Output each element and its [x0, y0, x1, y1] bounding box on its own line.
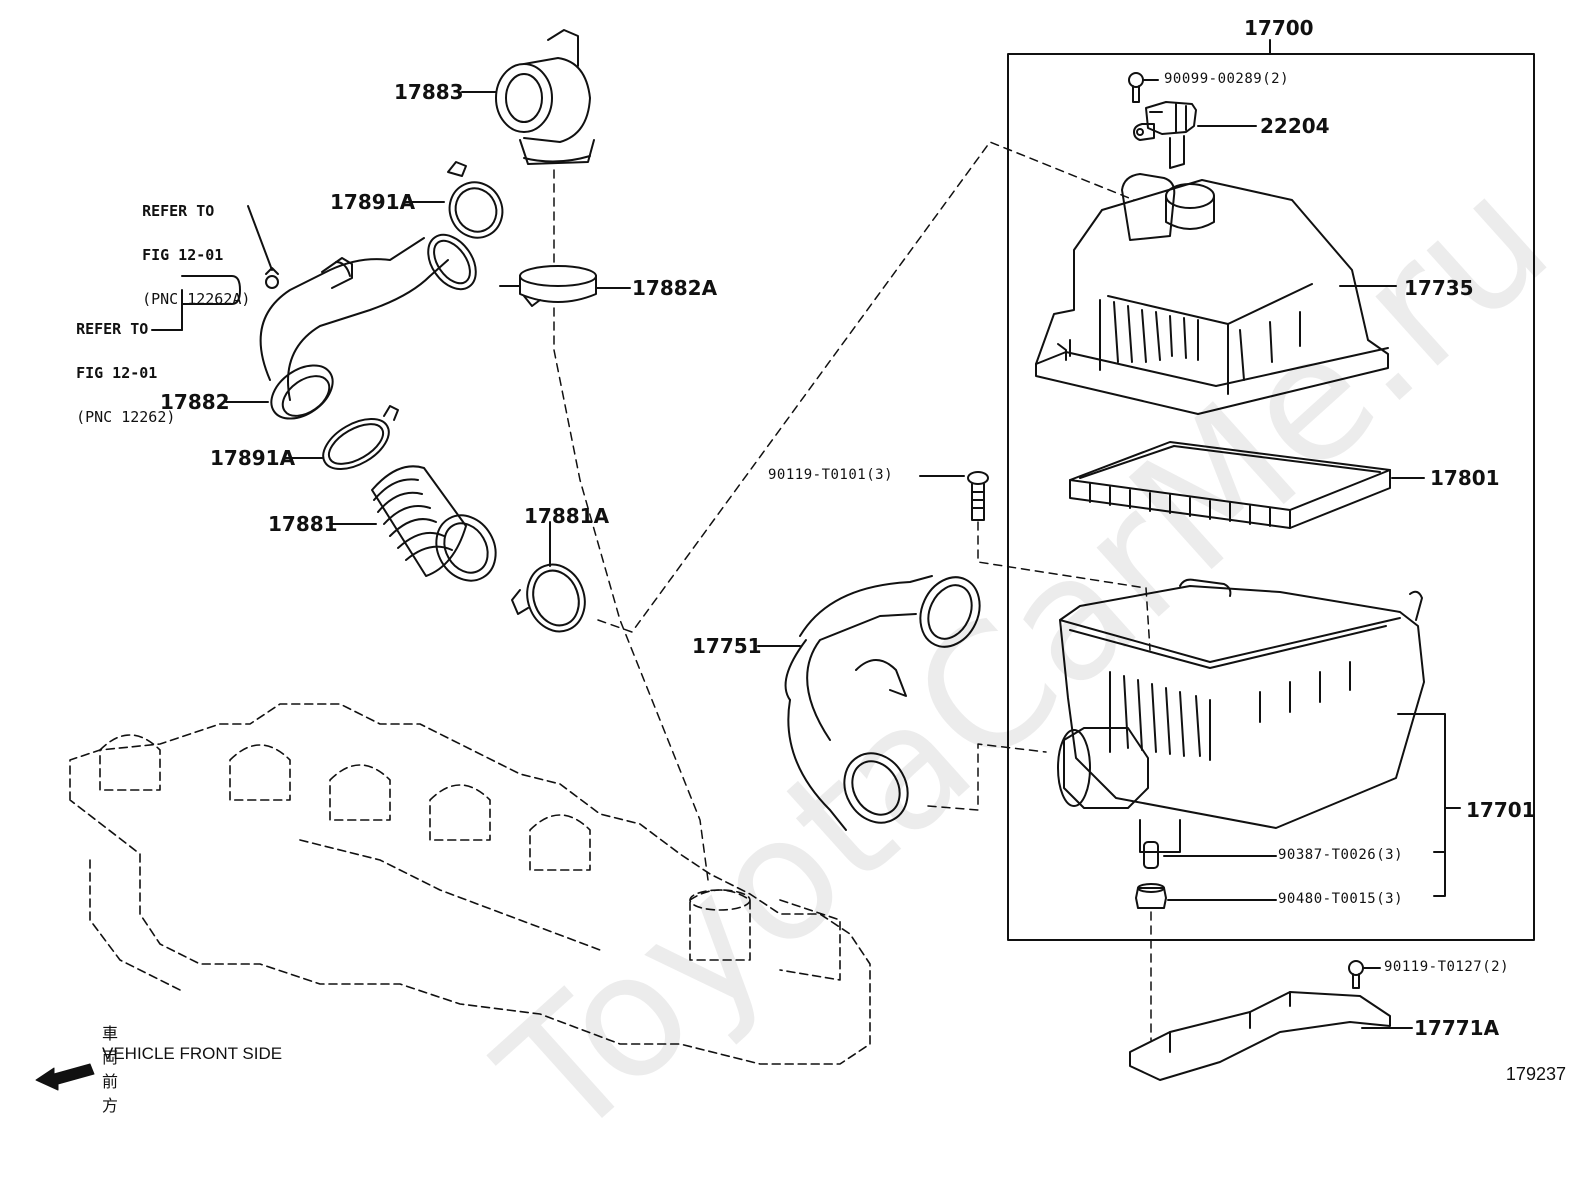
label-90099-00289: 90099-00289(2)	[1164, 71, 1290, 87]
clamp-17882a	[499, 265, 597, 307]
arrow-left-icon	[35, 1063, 95, 1091]
inlet-duct-17751	[784, 575, 981, 831]
label-17883: 17883	[394, 80, 464, 104]
engine-outline	[69, 703, 871, 1065]
intake-hose-17882	[259, 233, 477, 420]
label-90480-t0015: 90480-T0015(3)	[1278, 891, 1404, 907]
label-22204: 22204	[1260, 114, 1330, 138]
reference-note-b: REFER TO FIG 12-01 (PNC 12262)	[58, 296, 175, 428]
label-90387-t0026: 90387-T0026(3)	[1278, 847, 1404, 863]
label-17881a: 17881A	[524, 504, 610, 528]
label-17700: 17700	[1244, 16, 1314, 40]
label-17771a: 17771A	[1414, 1016, 1500, 1040]
grommet-90480	[1135, 883, 1167, 909]
front-side-japanese: 車両前方	[102, 1024, 119, 1115]
label-17891a-bottom: 17891A	[210, 446, 296, 470]
bracket-17771a	[1129, 991, 1391, 1081]
ref-a-line1: REFER TO	[142, 202, 215, 220]
figure-number: 179237	[1505, 1064, 1566, 1084]
label-17701: 17701	[1466, 798, 1536, 822]
air-cleaner-cap	[1035, 173, 1389, 415]
label-17881: 17881	[268, 512, 338, 536]
bolt-90119-t0101	[967, 471, 989, 521]
clamp-17891a-top	[447, 161, 504, 239]
clamp-17881a	[511, 563, 586, 633]
ref-b-line3: (PNC 12262)	[76, 408, 176, 426]
label-17735: 17735	[1404, 276, 1474, 300]
ref-hose-12262	[181, 275, 241, 331]
ref-b-line1: REFER TO	[76, 320, 149, 338]
bellows-hose-17881	[371, 465, 497, 582]
connection-lines	[553, 141, 1152, 1041]
throttle-body-17883	[495, 29, 595, 165]
label-90119-t0101: 90119-T0101(3)	[768, 467, 894, 483]
label-90119-t0127: 90119-T0127(2)	[1384, 959, 1510, 975]
leader-ref-a	[247, 205, 273, 271]
front-side-english: VEHICLE FRONT SIDE	[102, 1044, 283, 1063]
reference-note-a: REFER TO FIG 12-01 (PNC 12262A)	[124, 178, 250, 310]
air-cleaner-case	[1057, 578, 1425, 853]
label-17882a: 17882A	[632, 276, 718, 300]
leader-17701	[1397, 713, 1446, 897]
grommet-90387	[1143, 841, 1159, 869]
label-17891a-top: 17891A	[330, 190, 416, 214]
ref-a-line2: FIG 12-01	[142, 246, 224, 264]
parts-diagram	[35, 29, 1535, 1091]
label-17882: 17882	[160, 390, 230, 414]
filter-element	[1069, 441, 1391, 529]
ref-b-line2: FIG 12-01	[76, 364, 158, 382]
sensor-22204	[1133, 101, 1197, 169]
clamp-17891a-bottom	[322, 405, 399, 470]
ref-a-line3: (PNC 12262A)	[142, 290, 251, 308]
bolt-90099	[1128, 72, 1159, 103]
label-17751: 17751	[692, 634, 762, 658]
label-17801: 17801	[1430, 466, 1500, 490]
bolt-90119-t0127	[1348, 960, 1381, 989]
